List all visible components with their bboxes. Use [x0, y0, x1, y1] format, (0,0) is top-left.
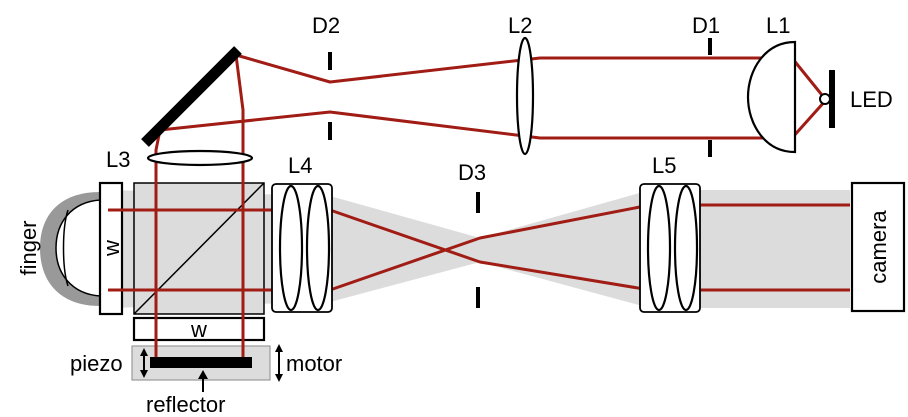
- led-source: [819, 70, 835, 128]
- piezo-arrow: [140, 348, 148, 378]
- tilted-mirror: [141, 46, 242, 147]
- label-window-bottom: w: [190, 317, 207, 342]
- window-bottom: [132, 316, 266, 342]
- label-d3: D3: [458, 160, 486, 185]
- camera: [850, 181, 906, 313]
- label-reflector: reflector: [146, 392, 225, 417]
- finger: [40, 192, 101, 306]
- lens-l5: [639, 183, 701, 313]
- lens-l1: [746, 40, 797, 154]
- label-piezo: piezo: [70, 351, 123, 376]
- label-l1: L1: [766, 13, 790, 38]
- reflector: [150, 357, 252, 368]
- window-left: [98, 181, 124, 316]
- label-led: LED: [850, 87, 893, 112]
- label-window-left: w: [99, 240, 124, 257]
- motor-arrow: [275, 344, 283, 382]
- label-d2: D2: [312, 13, 340, 38]
- label-l5: L5: [652, 153, 676, 178]
- lens-l4: [271, 183, 333, 313]
- label-l2: L2: [508, 13, 532, 38]
- label-l3: L3: [106, 147, 130, 172]
- label-finger: finger: [16, 220, 41, 275]
- label-camera: camera: [866, 210, 891, 284]
- reflector-pointer-arrow: [198, 370, 208, 392]
- detection-rays: [108, 203, 850, 292]
- label-motor: motor: [286, 351, 342, 376]
- lens-l3: [146, 149, 254, 167]
- label-d1: D1: [692, 13, 720, 38]
- label-l4: L4: [288, 153, 312, 178]
- lens-l2: [515, 36, 535, 156]
